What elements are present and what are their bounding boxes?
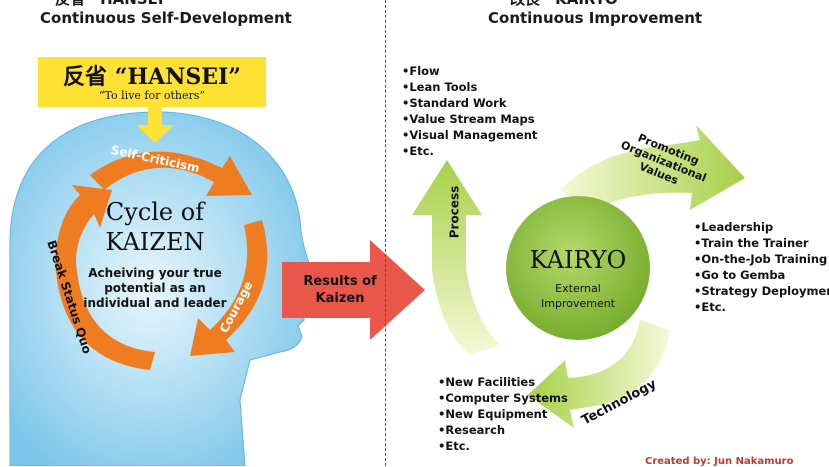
list-item: Research [438,422,568,438]
list-item: Etc. [694,299,829,315]
list-item: Go to Gemba [694,267,829,283]
process-label: Process [447,185,462,239]
technology-list: New Facilities Computer Systems New Equi… [438,374,568,454]
hansei-subtitle: “To live for others” [98,89,206,102]
values-list: Leadership Train the Trainer On-the-Job … [694,219,829,315]
list-item: New Facilities [438,374,568,390]
hansei-box: 反省 “HANSEI” “To live for others” [38,57,266,107]
courage-arrow [190,220,268,356]
left-heading: Continuous Self-Development [40,9,292,27]
results-line2: Kaizen [315,291,365,306]
results-line1: Results of [303,274,377,289]
cycle-title-line1: Cycle of [105,198,205,226]
list-item: Leadership [694,219,829,235]
cycle-title-line2: KAIZEN [105,228,205,256]
kairyo-circle [506,196,650,340]
process-arrow [412,160,500,355]
cycle-description: Acheiving your true potential as an indi… [83,266,227,310]
cycle-title: Cycle of KAIZEN [75,197,235,257]
self-criticism-arrow [90,151,252,196]
list-item: On-the-Job Training [694,251,829,267]
list-item: Computer Systems [438,390,567,406]
kairyo-description: External Improvement [541,282,615,310]
list-item: Train the Trainer [694,235,829,251]
list-item: Etc. [402,143,537,159]
list-item: Visual Management [402,127,537,143]
center-divider [385,0,386,466]
process-list: Flow Lean Tools Standard Work Value Stre… [402,63,537,159]
list-item: Strategy Deployment [694,283,829,299]
kairyo-title: KAIRYO [529,246,627,274]
list-item: Etc. [438,438,568,454]
list-item: Flow [402,63,537,79]
list-item: Lean Tools [402,79,537,95]
results-arrow [282,240,425,340]
list-item: New Equipment [438,406,568,422]
right-heading: Continuous Improvement [488,9,703,27]
left-top-cut-title: 反省 “HANSEI” [55,0,173,9]
break-status-quo-arrow [55,185,155,370]
credit-text: Created by: Jun Nakamuro [645,456,794,467]
hansei-down-arrow [136,107,174,143]
hansei-title: 反省 “HANSEI” [63,64,241,90]
values-arrow [560,125,745,212]
results-label: Results of Kaizen [300,273,380,307]
list-item: Standard Work [402,95,537,111]
right-top-cut-title: 改良 “KAIRYO” [510,0,628,9]
list-item: Value Stream Maps [402,111,537,127]
